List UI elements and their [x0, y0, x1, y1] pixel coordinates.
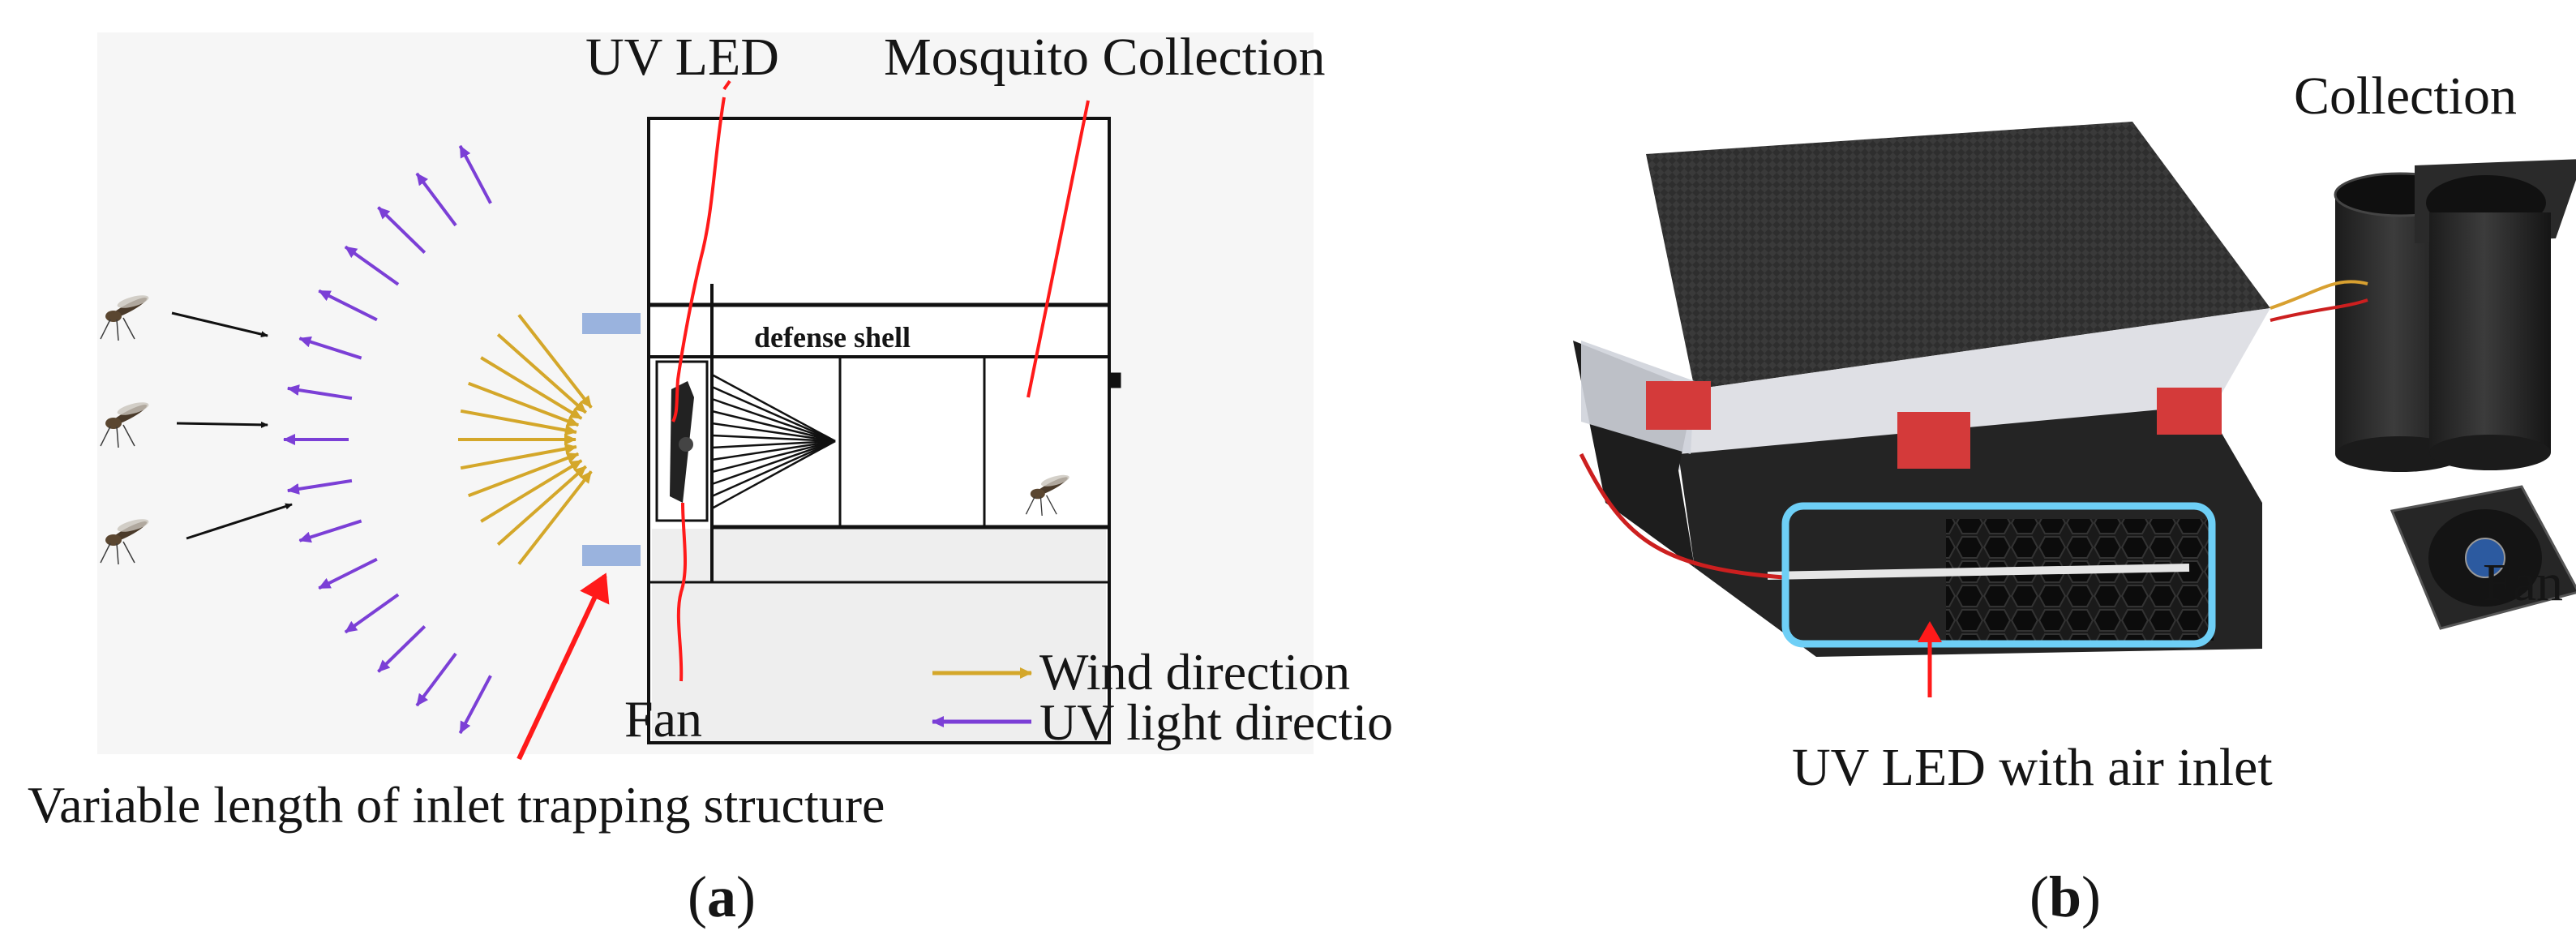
uv-light-arrow [344, 593, 400, 634]
uv-led-callout-line [671, 96, 726, 422]
panel-b-photo: Collection Fan UV LED with air inlet (b) [1459, 0, 2576, 952]
uv-led-block-bottom [582, 545, 641, 566]
uv-light-arrow [377, 624, 426, 673]
approach-arrow [186, 503, 293, 540]
collection-cylinder-right [2429, 212, 2551, 452]
wind-arrow [517, 314, 593, 409]
funnel-line [711, 373, 836, 443]
collection-callout-line [1027, 100, 1090, 398]
inlet-length-pointer [516, 572, 610, 761]
collection-label: Collection [2294, 66, 2517, 126]
funnel-line [711, 440, 836, 498]
caption-b-letter: b [2049, 864, 2081, 929]
uv-led-inlet-label: UV LED with air inlet [1792, 738, 2273, 797]
legend-uv-label: UV light directio [1039, 693, 1393, 751]
cylinder-wire [2270, 280, 2368, 310]
wind-arrow [467, 452, 580, 498]
led-wire [1579, 452, 1785, 580]
wind-arrow [460, 443, 577, 470]
mosquito-collection-label: Mosquito Collection [884, 28, 1326, 87]
funnel-line [711, 422, 836, 443]
callout-lines [516, 79, 1090, 761]
funnel-line [711, 397, 836, 443]
wind-arrow [517, 470, 593, 565]
funnel-lines [711, 373, 836, 510]
legend-wind-label: Wind direction [1039, 643, 1350, 701]
uv-light-arrow [286, 478, 353, 495]
wind-arrow [460, 409, 577, 436]
uv-light-arrow [286, 384, 353, 401]
uv-light-arrow [458, 675, 492, 734]
fan-callout-line [676, 502, 688, 682]
uv-led-label: UV LED [585, 28, 779, 87]
wind-arrow [496, 333, 587, 414]
uv-light-arrow [298, 336, 362, 360]
red-tape [1897, 412, 1970, 469]
fan-label: Fan [624, 690, 702, 748]
variable-length-label: Variable length of inlet trapping struct… [28, 776, 885, 834]
red-tape [2157, 388, 2222, 435]
trap-box [1573, 122, 2270, 657]
housing-lower-shade [652, 529, 1106, 741]
fan-unit [2390, 485, 2576, 630]
red-tape [1646, 381, 1711, 430]
trap-housing [647, 117, 1121, 744]
caption-b-close: ) [2081, 864, 2101, 929]
defense-shell-label: defense shell [754, 321, 911, 354]
wind-arrow [480, 459, 583, 523]
fan-hub [679, 437, 693, 452]
uv-led-highlight-box [1781, 502, 2216, 648]
funnel-line [711, 440, 836, 461]
wind-arrow [480, 356, 583, 420]
caption-a-close: ) [736, 864, 756, 929]
caption-b-open: ( [2030, 864, 2049, 929]
approach-arrow [171, 311, 268, 338]
box-tape-band [1678, 308, 2270, 470]
outlet-tab [1108, 372, 1121, 388]
funnel-line [711, 434, 836, 443]
uv-light-arrow [318, 557, 378, 590]
box-top-lid [1646, 122, 2270, 389]
fan-label-b: Fan [2483, 553, 2563, 612]
uv-light-arrow [298, 519, 362, 543]
wind-arrow [467, 381, 580, 427]
funnel-line [711, 440, 836, 474]
funnel-line [711, 440, 836, 510]
uv-light-direction-arrows [283, 145, 492, 734]
funnel-line [711, 385, 836, 443]
caption-a-letter: a [707, 864, 736, 929]
air-inlet-grille [1946, 519, 2214, 641]
funnel-line [711, 440, 836, 449]
caption-a-open: ( [688, 864, 707, 929]
uv-light-arrow [344, 245, 400, 286]
device-photo: Collection Fan UV LED with air inlet (b) [1573, 66, 2576, 929]
wind-arrow [496, 465, 587, 546]
uv-light-arrow [377, 206, 426, 255]
collection-cylinders [2270, 159, 2576, 472]
caption-a: (a) [688, 864, 756, 929]
uv-light-arrow [458, 145, 492, 204]
uv-led-block-top [582, 313, 641, 334]
uv-light-arrow [415, 652, 457, 707]
funnel-line [711, 440, 836, 486]
funnel-line [711, 410, 836, 443]
uv-light-arrow [415, 172, 457, 227]
uv-led-strip [1767, 564, 2190, 580]
mosquito-approach-arrows [171, 311, 293, 540]
caption-b: (b) [2030, 864, 2101, 929]
panel-a-schematic: UV LED Mosquito Collection defense shell… [28, 28, 1393, 929]
uv-light-arrow [318, 289, 378, 322]
wind-direction-arrows [458, 314, 593, 565]
approach-arrow [176, 421, 268, 428]
schematic-diagram: UV LED Mosquito Collection defense shell… [28, 28, 1393, 929]
